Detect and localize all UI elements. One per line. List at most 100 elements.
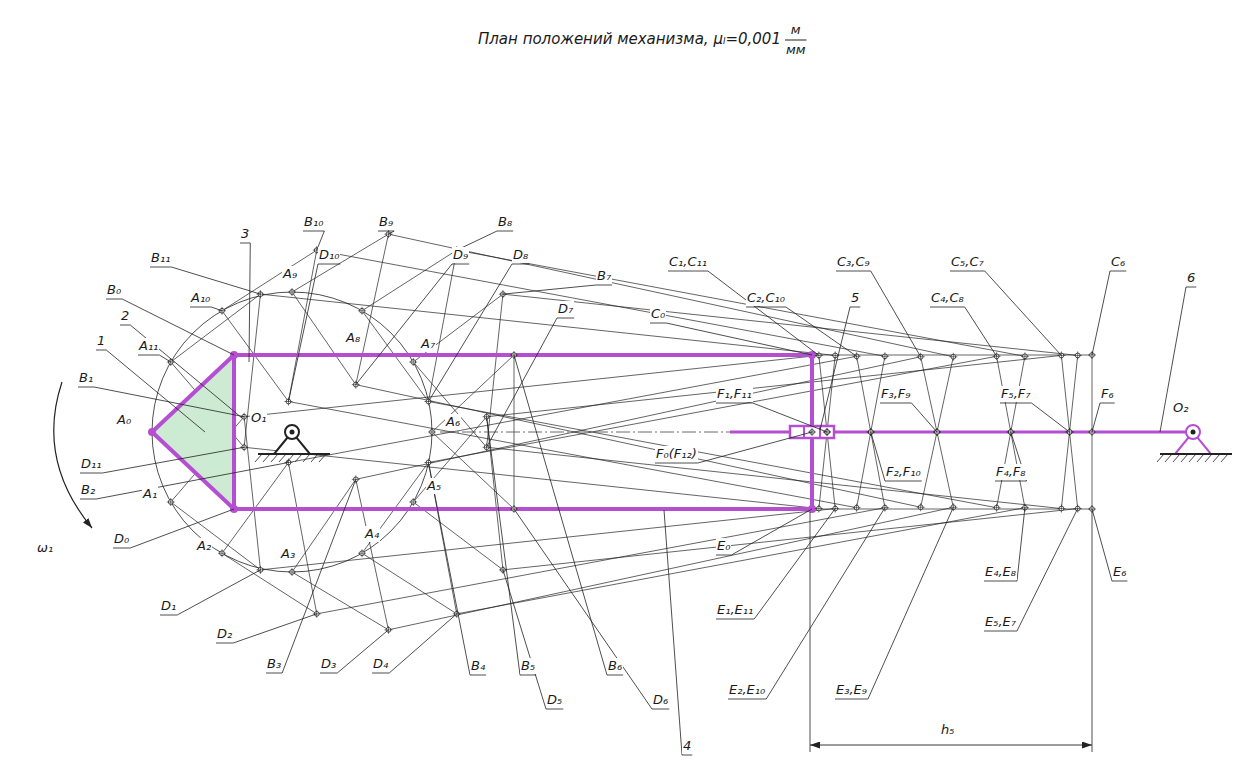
label-shelf bbox=[318, 264, 340, 265]
position-line bbox=[260, 509, 835, 570]
label-shelf bbox=[320, 673, 337, 674]
label-shelf bbox=[546, 709, 563, 710]
position-line bbox=[362, 553, 457, 614]
point-label: C₂,C₁₀ bbox=[746, 290, 786, 306]
position-line bbox=[288, 402, 856, 508]
point-label: B₀ bbox=[106, 282, 122, 298]
point-label: D₆ bbox=[652, 692, 669, 708]
link-4-crossbar bbox=[232, 355, 236, 509]
point-label: D₄ bbox=[372, 656, 389, 672]
point-label: E₄,E₈ bbox=[984, 564, 1017, 580]
leader-line bbox=[786, 307, 857, 356]
label-shelf bbox=[850, 307, 860, 308]
label-shelf bbox=[728, 699, 766, 700]
leader-line bbox=[666, 323, 812, 355]
position-line bbox=[244, 417, 260, 570]
label-shelf bbox=[138, 355, 159, 356]
point-cross bbox=[917, 503, 925, 511]
label-shelf bbox=[150, 267, 171, 268]
point-label: D₅ bbox=[546, 692, 563, 708]
label-shelf bbox=[160, 615, 177, 616]
point-label: B₆ bbox=[607, 658, 623, 674]
point-cross bbox=[428, 428, 436, 436]
leader-line bbox=[177, 570, 260, 615]
ground-hatch bbox=[279, 454, 286, 462]
point-cross bbox=[949, 503, 957, 511]
position-line bbox=[487, 417, 503, 570]
label-shelf bbox=[650, 323, 666, 324]
point-cross bbox=[1074, 505, 1082, 513]
leader-line bbox=[159, 355, 170, 362]
point-cross bbox=[167, 498, 175, 506]
leader-line bbox=[428, 462, 470, 675]
point-label: F₃,F₉ bbox=[880, 386, 912, 402]
label-shelf bbox=[836, 271, 871, 272]
position-line bbox=[487, 294, 503, 447]
position-line bbox=[487, 355, 1062, 416]
position-line bbox=[292, 572, 388, 630]
position-line bbox=[503, 294, 1078, 355]
leader-line bbox=[698, 432, 812, 463]
position-line bbox=[171, 294, 261, 362]
position-line bbox=[388, 234, 953, 357]
leader-line bbox=[514, 355, 607, 675]
leader-line bbox=[871, 271, 921, 357]
point-cross bbox=[288, 288, 296, 296]
ground-hatch bbox=[1221, 454, 1228, 462]
pivot-dot bbox=[1191, 430, 1196, 435]
position-line bbox=[244, 447, 819, 508]
point-label: A₁ bbox=[142, 486, 158, 502]
link-4-frame bbox=[152, 355, 812, 509]
position-line bbox=[413, 294, 503, 362]
label-shelf bbox=[303, 231, 324, 232]
position-line bbox=[288, 356, 856, 462]
leader-line bbox=[753, 403, 827, 432]
point-cross bbox=[853, 352, 861, 360]
point-label: F₀(F₁₂) bbox=[655, 446, 698, 462]
leader-line bbox=[249, 243, 250, 362]
leader-line bbox=[388, 231, 394, 234]
position-line bbox=[356, 357, 921, 480]
point-label: A₇ bbox=[420, 336, 436, 352]
point-cross bbox=[917, 353, 925, 361]
label-shelf bbox=[512, 264, 529, 265]
label-shelf bbox=[80, 499, 96, 500]
label-shelf bbox=[716, 555, 731, 556]
point-label: D₂ bbox=[216, 626, 233, 642]
label-shelf bbox=[266, 673, 282, 674]
point-markers bbox=[167, 230, 1096, 634]
label-shelf bbox=[835, 699, 868, 700]
point-cross bbox=[881, 352, 889, 360]
label-shelf bbox=[520, 675, 536, 676]
label-shelf bbox=[1110, 271, 1126, 272]
label-shelf bbox=[930, 307, 965, 308]
label-shelf bbox=[1100, 403, 1115, 404]
crank-circle bbox=[152, 292, 432, 572]
ground-hatch bbox=[263, 454, 270, 462]
point-label: D₁₀ bbox=[318, 247, 340, 263]
point-label: 3 bbox=[240, 226, 250, 242]
title: План положений механизма, μₗ=0,001 bbox=[478, 30, 781, 48]
leader-line bbox=[288, 264, 318, 402]
point-cross bbox=[358, 307, 366, 315]
point-cross bbox=[993, 352, 1001, 360]
label-shelf bbox=[746, 307, 786, 308]
label-shelf bbox=[557, 318, 574, 319]
leader-line bbox=[820, 307, 850, 430]
leader-line bbox=[96, 462, 288, 499]
leader-line bbox=[356, 264, 452, 385]
point-label: A₀ bbox=[116, 412, 132, 428]
point-label: A₁₀ bbox=[190, 290, 211, 306]
leader-line bbox=[1092, 509, 1112, 581]
position-line bbox=[317, 250, 885, 356]
point-label: B₃ bbox=[266, 656, 282, 672]
position-line bbox=[292, 234, 388, 292]
point-cross bbox=[240, 443, 248, 451]
position-line bbox=[432, 355, 514, 432]
leader-line bbox=[503, 570, 546, 709]
point-label: B₁ bbox=[78, 370, 94, 386]
label-shelf bbox=[80, 473, 102, 474]
leader-line bbox=[912, 403, 937, 432]
position-line bbox=[234, 355, 235, 509]
point-label: A₅ bbox=[426, 478, 442, 494]
